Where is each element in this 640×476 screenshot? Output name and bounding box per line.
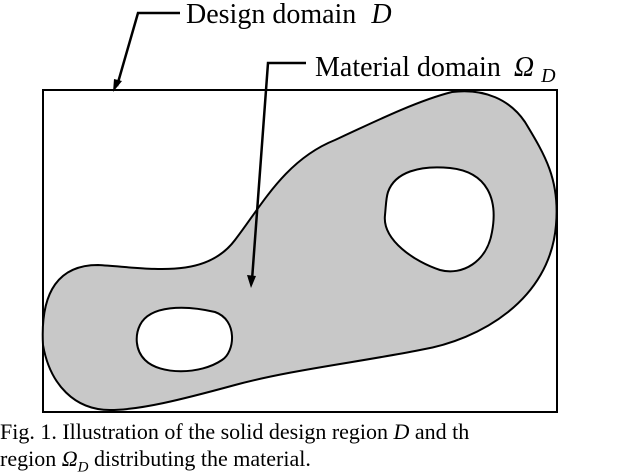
design-domain-leader-arrow bbox=[113, 11, 180, 92]
design-domain-label: Design domain D bbox=[186, 0, 392, 30]
material-domain-leader-arrow bbox=[247, 61, 306, 288]
material-domain-shape bbox=[41, 90, 558, 412]
material-domain-label: Material domain Ω D bbox=[315, 52, 556, 87]
caption-line-1: Fig. 1. Illustration of the solid design… bbox=[0, 419, 470, 444]
figure-caption: Fig. 1. Illustration of the solid design… bbox=[0, 418, 640, 476]
caption-line-2: region ΩD distributing the material. bbox=[0, 446, 311, 476]
